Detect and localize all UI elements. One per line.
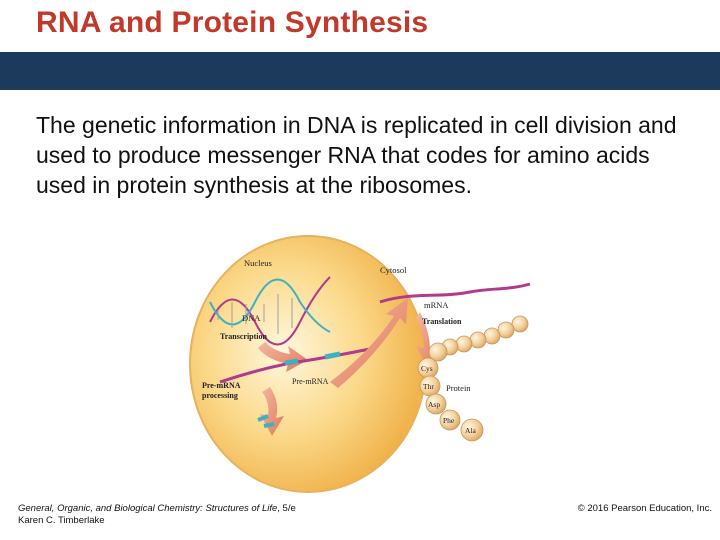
amino-acid-phe <box>439 409 461 431</box>
label-phe: Phe <box>443 416 455 425</box>
pre-mrna-strand <box>219 346 376 384</box>
label-cytosol: Cytosol <box>380 265 407 275</box>
rna-protein-synthesis-diagram: Nucleus Cytosol DNA Transcription Pre-mR… <box>189 235 531 493</box>
label-pre-mrna: Pre-mRNA <box>292 377 329 386</box>
label-pre-mrna-processing-2: processing <box>202 391 238 400</box>
label-translation: Translation <box>422 317 462 326</box>
mrna-export-arrow <box>330 298 408 388</box>
label-dna: DNA <box>242 313 261 323</box>
slide-body-text: The genetic information in DNA is replic… <box>36 112 677 198</box>
footer-edition: , 5/e <box>277 503 296 514</box>
amino-acid-asp <box>425 393 447 415</box>
label-nucleus: Nucleus <box>244 258 272 268</box>
label-pre-mrna-processing-1: Pre-mRNA <box>202 381 241 390</box>
footer-citation: General, Organic, and Biological Chemist… <box>18 503 296 527</box>
footer-copyright: © 2016 Pearson Education, Inc. <box>577 503 712 514</box>
label-transcription: Transcription <box>220 332 268 341</box>
footer-book-title: General, Organic, and Biological Chemist… <box>18 503 278 514</box>
title-bar <box>0 52 720 90</box>
polypeptide-chain <box>428 315 529 362</box>
dna-helix <box>209 276 331 346</box>
amino-acid-beads <box>417 357 484 442</box>
label-thr: Thr <box>423 382 434 391</box>
slide-title: RNA and Protein Synthesis <box>36 6 429 39</box>
transcription-arrow <box>258 342 308 372</box>
label-protein: Protein <box>446 383 471 393</box>
label-asp: Asp <box>428 400 440 409</box>
footer-author: Karen C. Timberlake <box>18 515 105 526</box>
amino-acid-ala <box>460 418 484 442</box>
label-cys: Cys <box>421 364 433 373</box>
mrna-strand-cytosol <box>379 282 531 304</box>
spliced-introns <box>257 414 275 428</box>
label-ala: Ala <box>465 426 477 435</box>
label-mrna: mRNA <box>424 300 449 310</box>
